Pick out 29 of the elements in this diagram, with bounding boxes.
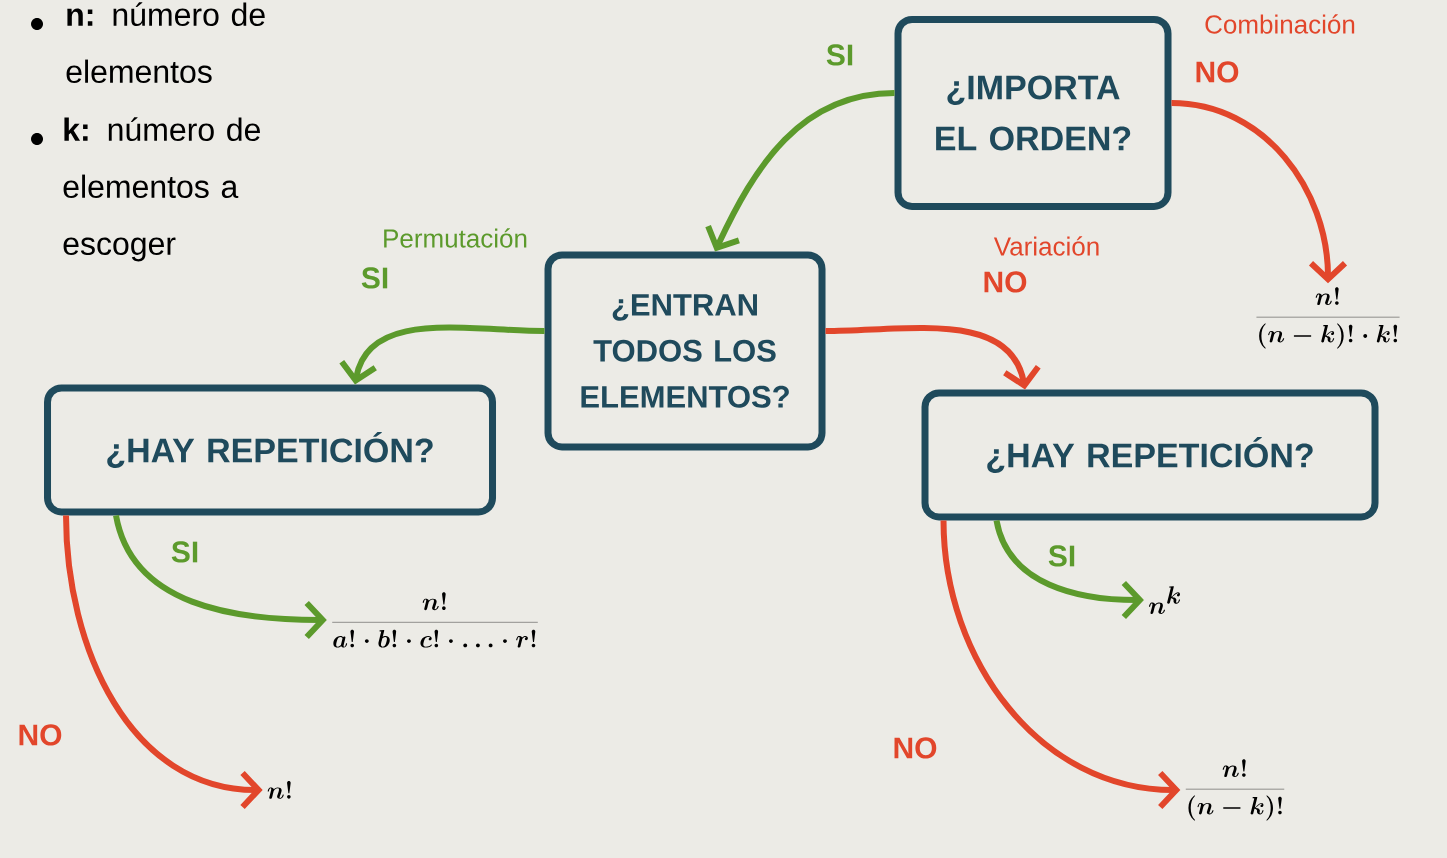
formula: $n!$ (267, 781, 291, 799)
result-name: Variación (993, 236, 1099, 256)
edge-label: NO (1192, 59, 1242, 85)
question-box: ¿IMPORTA EL ORDEN? (894, 16, 1172, 210)
question-box: ¿HAY REPETICIÓN? (44, 384, 496, 516)
edge-label: SI (823, 42, 857, 68)
edge-label: SI (358, 265, 392, 291)
question-box: ¿ENTRAN TODOS LOS ELEMENTOS? (544, 251, 826, 451)
formula: $\frac{n!}{(n-k)!\cdot k!}$ (1256, 287, 1400, 349)
edge-label: NO (980, 269, 1030, 295)
arrow (63, 515, 263, 810)
arrow (705, 90, 895, 252)
formula: $\frac{n!}{(n-k)!}$ (1185, 759, 1285, 821)
arrow (993, 519, 1144, 620)
arrow (339, 324, 545, 385)
edge-label: NO (15, 722, 65, 748)
formula: $n^{k}$ (1148, 586, 1181, 614)
edge-label: NO (890, 735, 940, 761)
arrow (825, 325, 1041, 390)
edge-label: SI (168, 539, 202, 565)
arrow (1171, 100, 1348, 284)
result-name: Combinación (1205, 14, 1355, 34)
formula: $\frac{n!}{a!\cdot b!\cdot c!\cdot \ldots\cdot r!}$ (332, 592, 538, 648)
bullet-text: k: número de elementos a escoger (63, 117, 260, 262)
question-box: ¿HAY REPETICIÓN? (921, 389, 1379, 521)
arrow (940, 520, 1181, 810)
result-name: Permutación (384, 228, 527, 248)
arrow (113, 514, 327, 640)
edge-label: SI (1045, 543, 1079, 569)
